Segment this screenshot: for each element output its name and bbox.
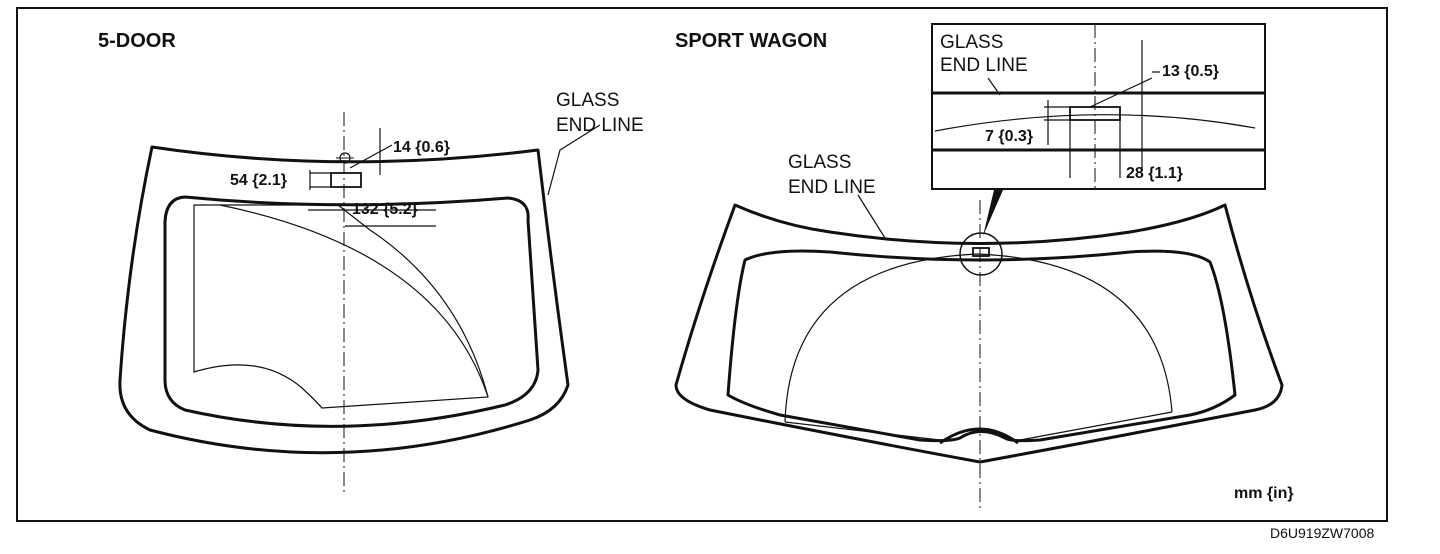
wagon-opening bbox=[726, 249, 1237, 443]
detail-glass-label-2: END LINE bbox=[940, 55, 1028, 76]
five-door-marker-box bbox=[330, 172, 362, 188]
units-label: mm {in} bbox=[1234, 485, 1294, 502]
five-door-print-area bbox=[193, 204, 489, 409]
wagon-glass-label-1: GLASS bbox=[788, 152, 851, 173]
five-door-dim-132: 132 {5.2} bbox=[352, 201, 418, 218]
five-door-glass-label-2: END LINE bbox=[556, 115, 644, 136]
sport-wagon-window bbox=[674, 190, 1284, 508]
five-door-glass-label-1: GLASS bbox=[556, 90, 619, 111]
five-door-glass-outer bbox=[118, 145, 570, 455]
detail-dim-28: 28 {1.1} bbox=[1126, 165, 1183, 182]
wagon-glass-label-2: END LINE bbox=[788, 177, 876, 198]
detail-glass-label-1: GLASS bbox=[940, 32, 1003, 53]
figure-frame bbox=[16, 7, 1388, 522]
wagon-detail-callout bbox=[959, 232, 1003, 276]
five-door-window bbox=[118, 112, 601, 492]
five-door-dim-54: 54 {2.1} bbox=[230, 172, 287, 189]
five-door-opening bbox=[163, 195, 540, 428]
wagon-detail-box bbox=[931, 23, 1266, 190]
five-door-arc bbox=[219, 204, 489, 398]
wagon-title: SPORT WAGON bbox=[675, 30, 827, 52]
detail-dim-7: 7 {0.3} bbox=[985, 128, 1033, 145]
detail-dim-13: 13 {0.5} bbox=[1162, 63, 1219, 80]
figure-code: D6U919ZW7008 bbox=[1270, 525, 1374, 541]
wagon-arc bbox=[784, 253, 1173, 423]
five-door-title: 5-DOOR bbox=[98, 30, 176, 52]
five-door-dim-14: 14 {0.6} bbox=[393, 139, 450, 156]
wagon-glass-outer bbox=[674, 203, 1284, 464]
